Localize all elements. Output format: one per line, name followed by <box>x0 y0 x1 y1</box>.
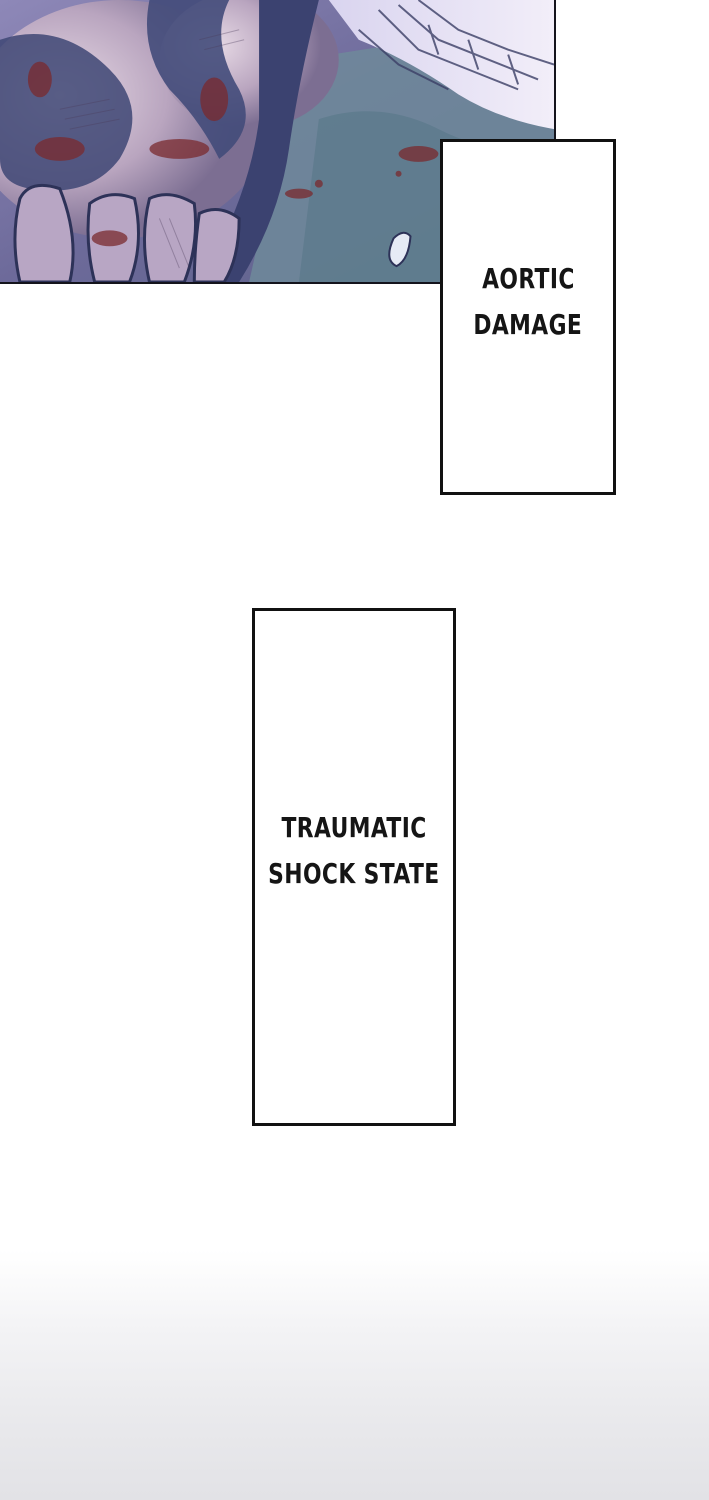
caption-box-traumatic-shock: TRAUMATIC SHOCK STATE <box>252 608 456 1126</box>
caption-box-aortic-damage: AORTIC DAMAGE <box>440 139 616 495</box>
caption-text-traumatic-shock: TRAUMATIC SHOCK STATE <box>244 805 464 897</box>
illustration-panel <box>0 0 556 284</box>
caption-line-2: DAMAGE <box>473 308 583 341</box>
caption-line-2: SHOCK STATE <box>268 857 440 890</box>
caption-line-1: TRAUMATIC <box>281 811 427 844</box>
caption-text-aortic-damage: AORTIC DAMAGE <box>458 256 598 348</box>
caption-line-1: AORTIC <box>481 262 575 295</box>
